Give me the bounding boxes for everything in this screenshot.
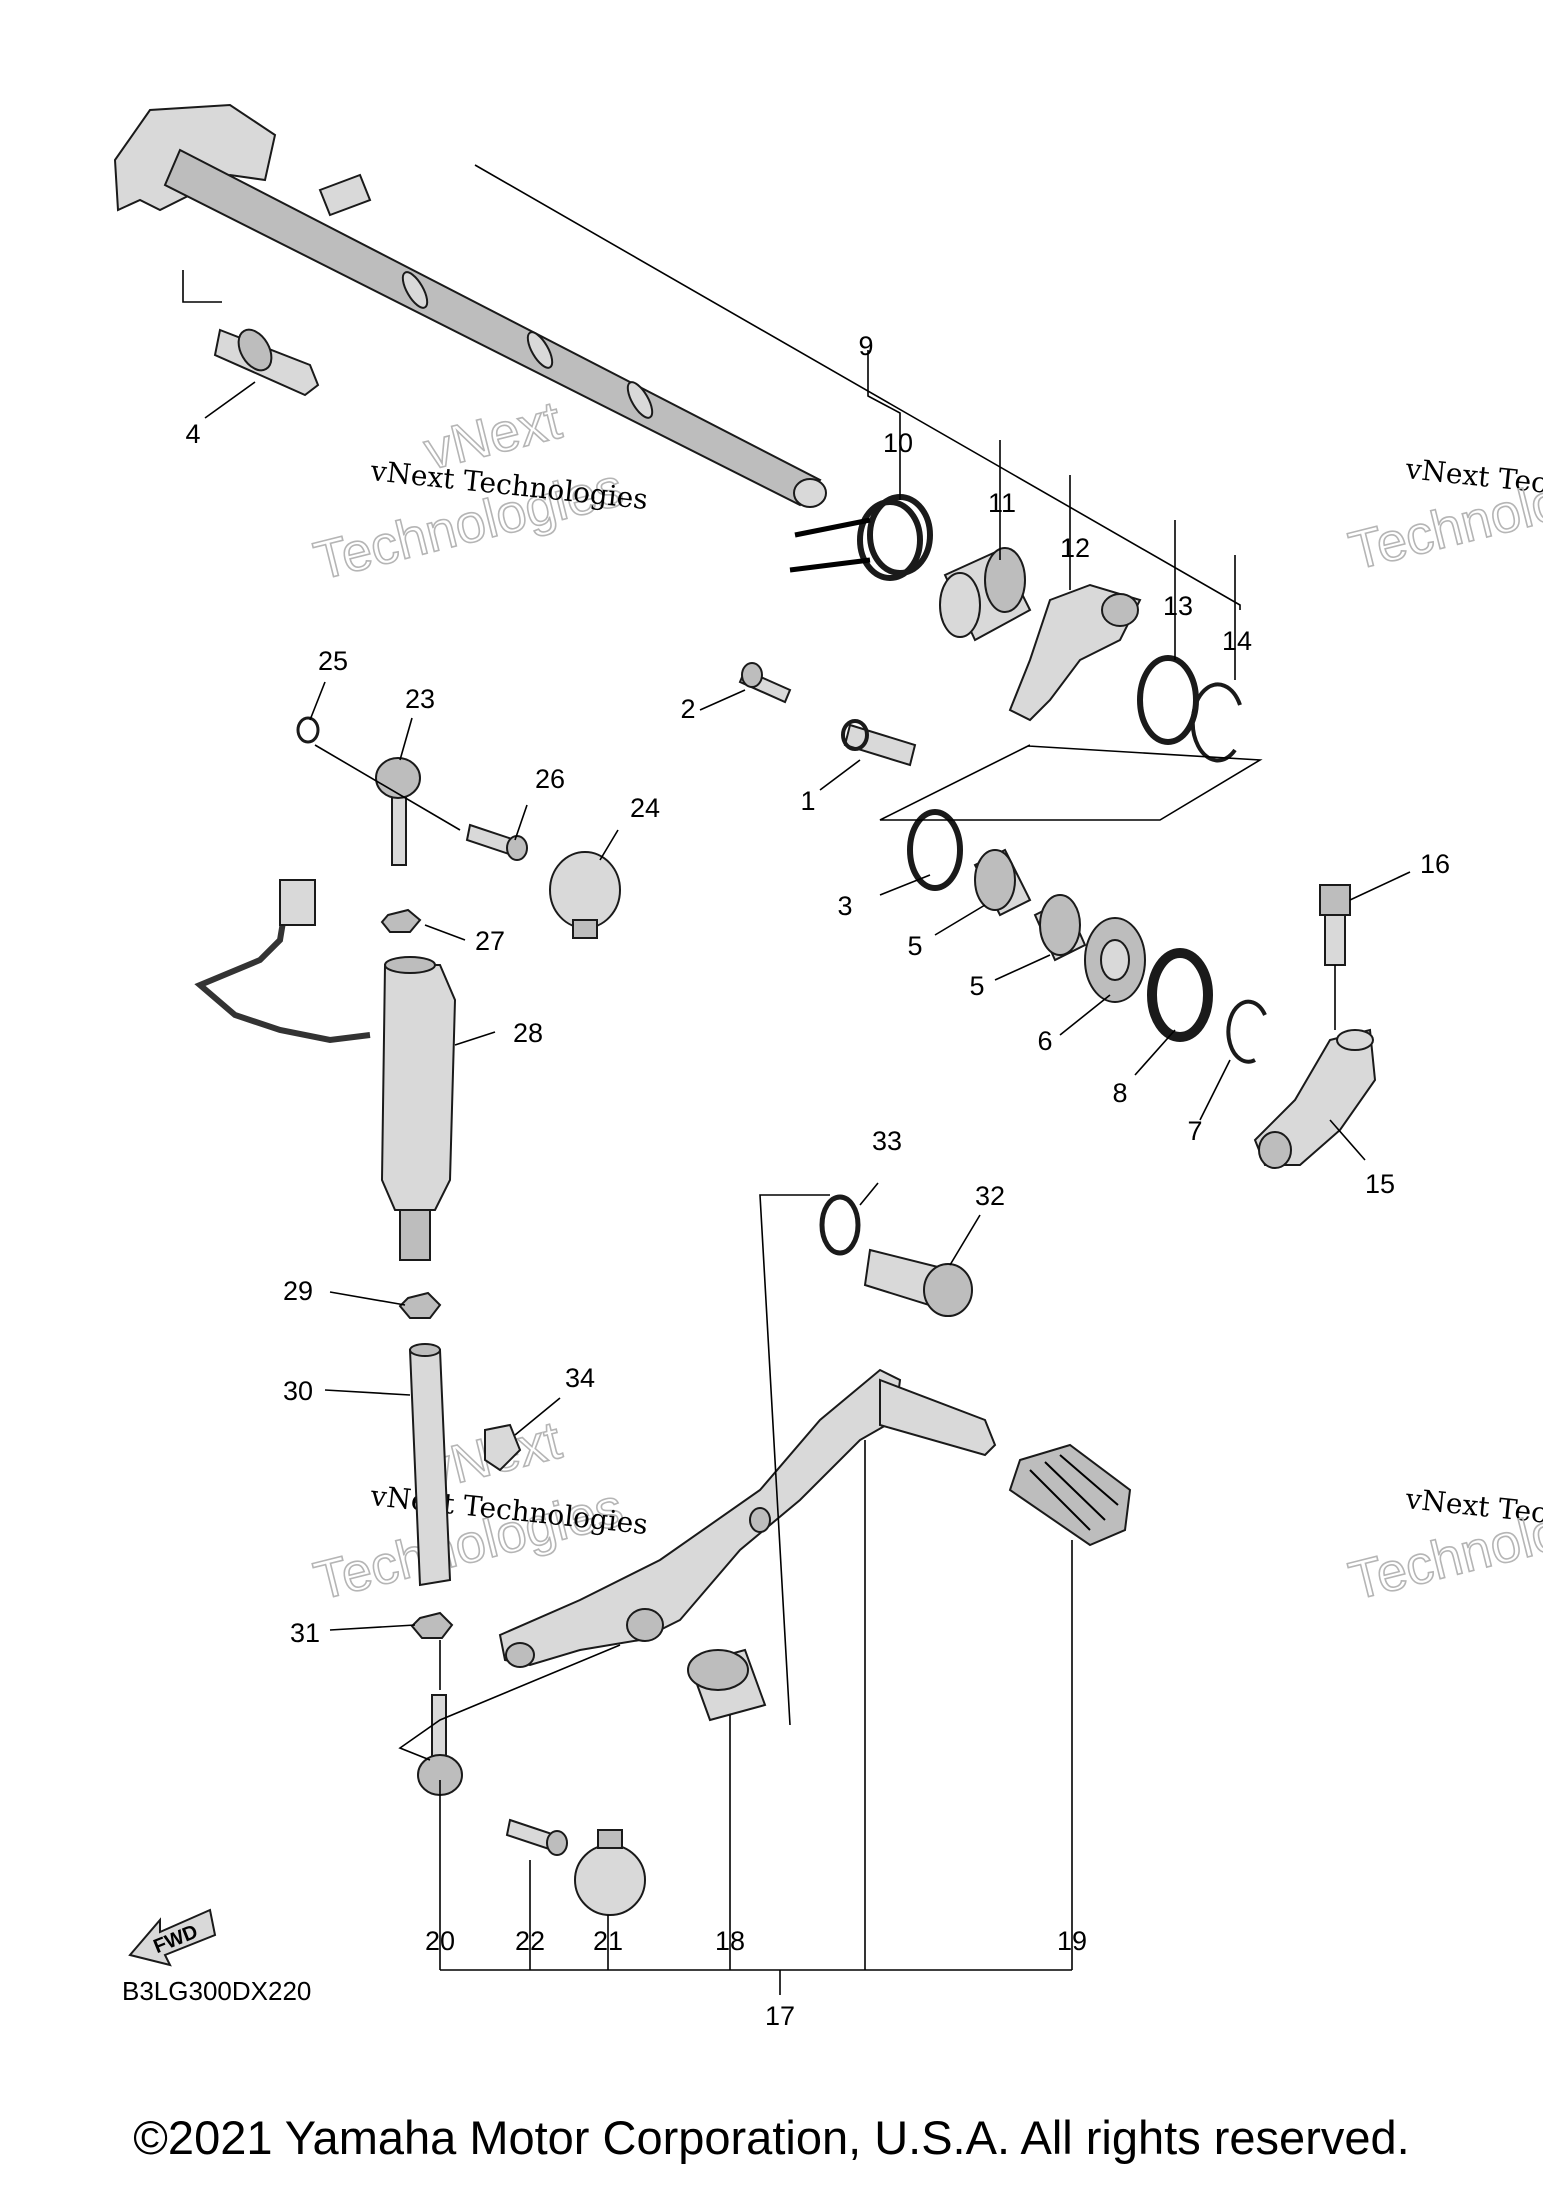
callout-32: 32 — [975, 1181, 1005, 1211]
callout-23: 23 — [405, 684, 435, 714]
part-17-shift-pedal — [498, 1368, 997, 1668]
part-5-bushing-b — [1033, 894, 1087, 962]
callout-5b: 5 — [969, 971, 984, 1001]
part-12-lever — [1008, 583, 1142, 722]
callout-5a: 5 — [907, 931, 922, 961]
part-7-circlip — [1226, 999, 1267, 1064]
callout-16: 16 — [1420, 849, 1450, 879]
part-33-o-ring — [819, 1194, 861, 1256]
watermark-left-bottom: vNext Technologies vNext Technologies — [308, 1409, 650, 1612]
callout-17: 17 — [765, 2001, 795, 2031]
watermark-right-bottom: vNext Tec Technolo — [1343, 1482, 1543, 1612]
part-22-bolt — [505, 1818, 568, 1856]
part-21-cover — [574, 1829, 646, 1916]
part-19-pedal-rubber — [1008, 1443, 1132, 1547]
part-3-washer — [907, 809, 963, 891]
part-24-cover — [549, 851, 621, 939]
diagram-part-code: B3LG300DX220 — [122, 1976, 311, 2006]
part-27-nut — [380, 908, 422, 933]
callout-11: 11 — [988, 488, 1016, 518]
callout-20: 20 — [425, 1926, 455, 1956]
shift-shaft-assembly — [113, 103, 827, 508]
watermark-left-top: vNext Technologies vNext Technologies — [308, 389, 650, 592]
part-28-shift-rod-sensor — [194, 879, 457, 1261]
callout-13: 13 — [1163, 591, 1193, 621]
callout-21: 21 — [593, 1926, 623, 1956]
callout-18: 18 — [715, 1926, 745, 1956]
part-15-shift-arm — [1253, 1028, 1377, 1169]
callout-29: 29 — [283, 1276, 313, 1306]
part-31-nut — [410, 1611, 454, 1639]
part-8-washer — [1147, 948, 1213, 1042]
part-4-pin — [213, 328, 320, 397]
part-29-nut — [398, 1291, 442, 1319]
part-6-bearing — [1084, 917, 1146, 1003]
callout-22: 22 — [515, 1926, 545, 1956]
part-25-clip — [296, 716, 320, 744]
part-14-circlip — [1190, 682, 1242, 763]
part-18-bushing — [687, 1648, 767, 1722]
part-13-washer — [1137, 655, 1199, 745]
callout-24: 24 — [630, 793, 660, 823]
callout-10: 10 — [883, 428, 913, 458]
callout-6: 6 — [1037, 1026, 1052, 1056]
copyright-notice: ©2021 Yamaha Motor Corporation, U.S.A. A… — [133, 2111, 1410, 2164]
leader-lines — [182, 164, 1411, 1995]
part-23-rod-end — [375, 757, 421, 866]
callout-25: 25 — [318, 646, 348, 676]
callout-30: 30 — [283, 1376, 313, 1406]
part-10-spring — [789, 494, 933, 581]
callout-31: 31 — [290, 1618, 320, 1648]
callout-labels: 1 2 3 4 5 5 6 7 8 9 10 11 12 13 14 15 16… — [185, 331, 1450, 2031]
part-5-bushing-a — [973, 848, 1032, 917]
callout-12: 12 — [1060, 533, 1090, 563]
callout-9: 9 — [858, 331, 873, 361]
callout-8: 8 — [1112, 1078, 1127, 1108]
part-1-spring — [841, 719, 917, 767]
part-11-collar — [939, 547, 1032, 642]
callout-28: 28 — [513, 1018, 543, 1048]
part-30-rod — [408, 1343, 452, 1587]
callout-34: 34 — [565, 1363, 595, 1393]
callout-1: 1 — [800, 786, 815, 816]
part-34-clip — [484, 1423, 522, 1472]
watermark-right-top: vNext Tec Technolo — [1343, 452, 1543, 582]
callout-26: 26 — [535, 764, 565, 794]
callout-7: 7 — [1187, 1116, 1202, 1146]
callout-14: 14 — [1222, 626, 1252, 656]
part-2-bolt — [738, 662, 792, 704]
callout-4: 4 — [185, 419, 200, 449]
fwd-arrow-icon: FWD — [128, 1908, 217, 1967]
part-32-pivot-bolt — [863, 1248, 973, 1317]
callout-19: 19 — [1057, 1926, 1087, 1956]
part-16-bolt — [1319, 884, 1351, 966]
callout-33: 33 — [872, 1126, 902, 1156]
callout-27: 27 — [475, 926, 505, 956]
callout-3: 3 — [837, 891, 852, 921]
callout-2: 2 — [680, 694, 695, 724]
callout-15: 15 — [1365, 1169, 1395, 1199]
